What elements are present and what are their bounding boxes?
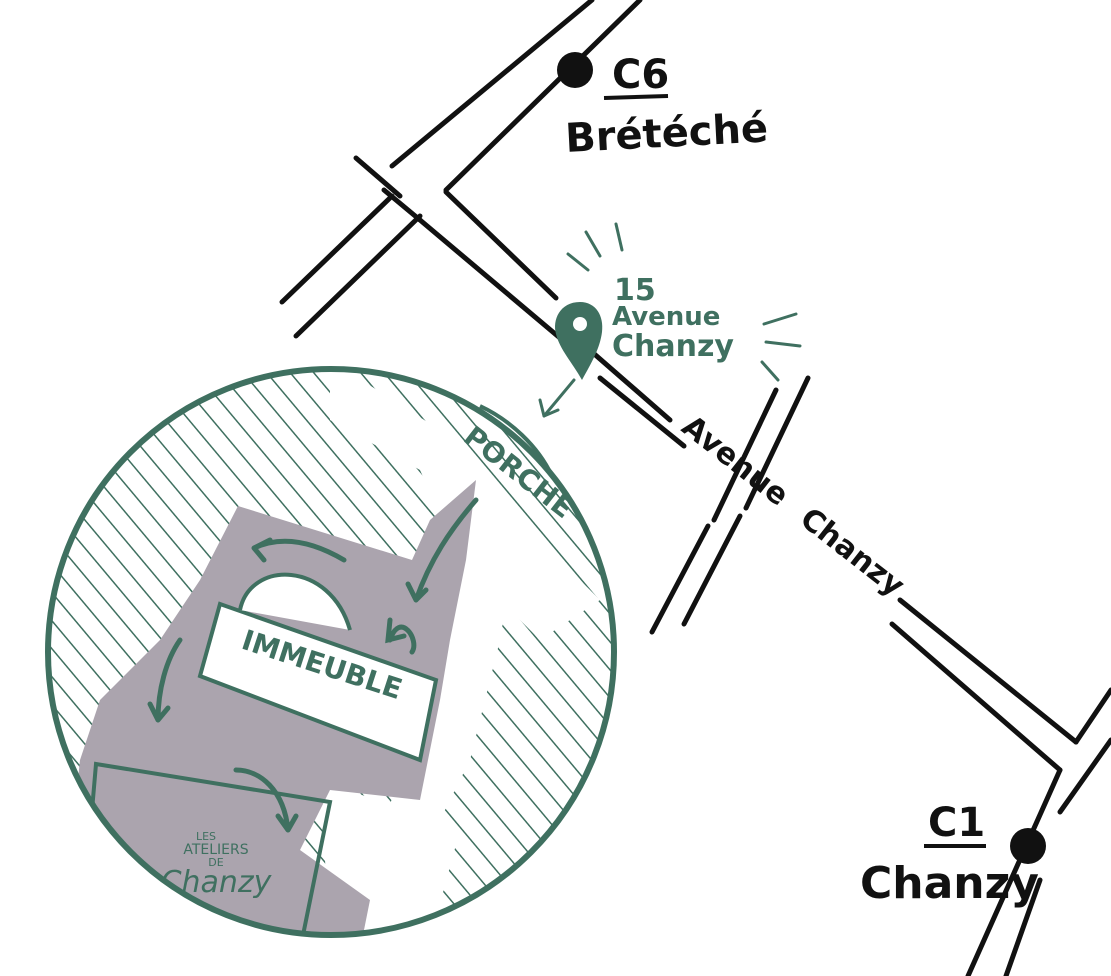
inset-detail: IMMEUBLE LES ATELIERS DE Chanzy <box>45 366 617 938</box>
road-edge <box>1073 687 1111 745</box>
stop-line-label: C1 <box>928 800 985 846</box>
stop-dot <box>1010 828 1046 864</box>
pointer-arrow <box>538 378 576 418</box>
road-edge <box>417 217 563 341</box>
destination-city: Chanzy <box>612 329 734 364</box>
road-edge <box>965 767 1063 976</box>
destination-marker[interactable]: 15 Avenue Chanzy <box>538 222 802 418</box>
road-edge <box>389 0 595 169</box>
road-edge <box>897 597 1079 745</box>
street-label-word2: Chanzy <box>793 501 911 604</box>
logo-line1: LES <box>196 830 216 843</box>
sparkle-lines <box>566 222 802 382</box>
road-edge <box>443 0 643 193</box>
map-pin-icon[interactable] <box>555 302 603 380</box>
road-edge <box>293 213 423 339</box>
road-edge <box>889 621 1063 773</box>
road-edge <box>743 375 811 511</box>
stop-c6: C6 Brétéché <box>557 52 769 162</box>
road-edge <box>1057 737 1111 815</box>
road-edge <box>353 155 403 199</box>
stop-name-label: Brétéché <box>564 105 769 162</box>
stop-line-label: C6 <box>612 52 669 98</box>
road-edge <box>711 387 779 523</box>
stop-c1: C1 Chanzy <box>860 800 1046 909</box>
destination-number: 15 <box>614 273 656 308</box>
road-edge <box>589 349 673 423</box>
road-edge <box>1003 877 1043 976</box>
road-edge <box>381 187 423 223</box>
logo-line2: ATELIERS <box>183 842 248 858</box>
pin-hole <box>573 317 587 331</box>
stop-name-label: Chanzy <box>860 858 1039 909</box>
road-edge <box>443 189 559 301</box>
road-edge <box>681 513 743 627</box>
road-edge <box>279 193 395 305</box>
street-network <box>279 0 1111 976</box>
destination-street: Avenue <box>612 302 720 332</box>
plot-area <box>60 480 476 935</box>
flow-arrows <box>147 497 479 833</box>
stop-dot <box>557 52 593 88</box>
road-edge <box>649 523 711 635</box>
road-edge <box>597 375 687 449</box>
inset-outline <box>45 366 617 938</box>
logo-line4: Chanzy <box>161 865 273 900</box>
stop-underline <box>603 94 669 100</box>
building-block <box>197 601 439 763</box>
street-label-word1: Avenue <box>675 409 795 514</box>
logo-line3: DE <box>208 856 223 869</box>
arch <box>238 572 352 631</box>
